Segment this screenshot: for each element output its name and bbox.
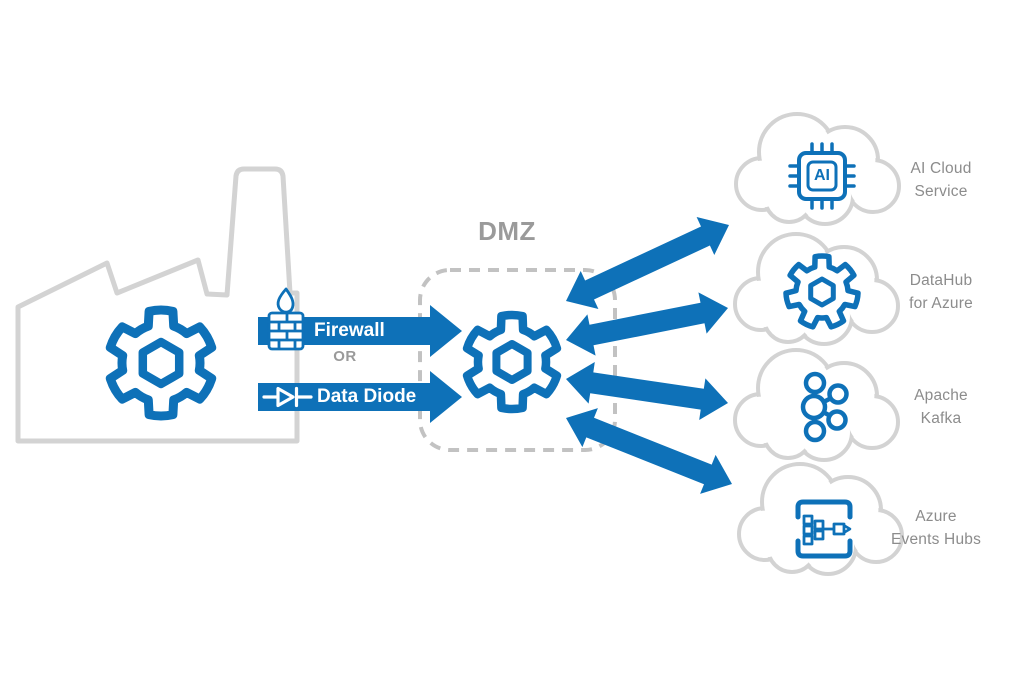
ai-chip-icon bbox=[788, 142, 856, 210]
dmz-cloud-arrow bbox=[566, 362, 728, 420]
data-diode-arrow bbox=[258, 371, 462, 423]
factory-gear-icon bbox=[105, 305, 217, 421]
data-diode-label: Data Diode bbox=[317, 386, 417, 407]
ai-chip-text: AI bbox=[814, 167, 830, 184]
dmz-title: DMZ bbox=[478, 216, 536, 246]
cloud-label-line: Events Hubs bbox=[890, 531, 982, 548]
cloud-label-line: Azure bbox=[915, 508, 957, 525]
cloud-label-line: Kafka bbox=[920, 410, 962, 427]
cloud-label-datahub-for-azure: DataHub for Azure bbox=[876, 269, 1006, 315]
firewall-arrow bbox=[258, 305, 462, 357]
cloud-label-azure-events-hubs: Azure Events Hubs bbox=[871, 505, 1001, 551]
cloud-label-line: for Azure bbox=[909, 295, 973, 312]
kafka-icon bbox=[800, 371, 849, 443]
icons-layer bbox=[262, 142, 856, 559]
cloud-label-line: Service bbox=[914, 183, 968, 200]
cloud-label-ai-cloud-service: AI Cloud Service bbox=[876, 157, 1006, 203]
gears-layer bbox=[105, 253, 861, 421]
or-label: OR bbox=[333, 348, 357, 365]
cloud-label-line: Apache bbox=[914, 387, 968, 404]
cloud-shape bbox=[734, 112, 901, 226]
dmz-gear-icon bbox=[462, 310, 562, 414]
cloud-label-line: DataHub bbox=[909, 272, 973, 289]
dmz-cloud-arrow bbox=[566, 217, 729, 309]
cloud-label-line: AI Cloud bbox=[910, 160, 972, 177]
data-diode-icon bbox=[262, 386, 313, 408]
dmz-cloud-arrow bbox=[566, 292, 728, 356]
factory-outline bbox=[15, 166, 300, 444]
event-hubs-icon bbox=[795, 499, 853, 559]
firewall-label: Firewall bbox=[314, 320, 385, 341]
datahub-gear-icon bbox=[783, 253, 861, 330]
firewall-icon bbox=[267, 287, 305, 351]
arrows-layer bbox=[258, 217, 732, 494]
cloud-label-apache-kafka: Apache Kafka bbox=[876, 384, 1006, 430]
dmz-boundary bbox=[418, 268, 617, 452]
dmz-cloud-arrow bbox=[566, 408, 732, 494]
